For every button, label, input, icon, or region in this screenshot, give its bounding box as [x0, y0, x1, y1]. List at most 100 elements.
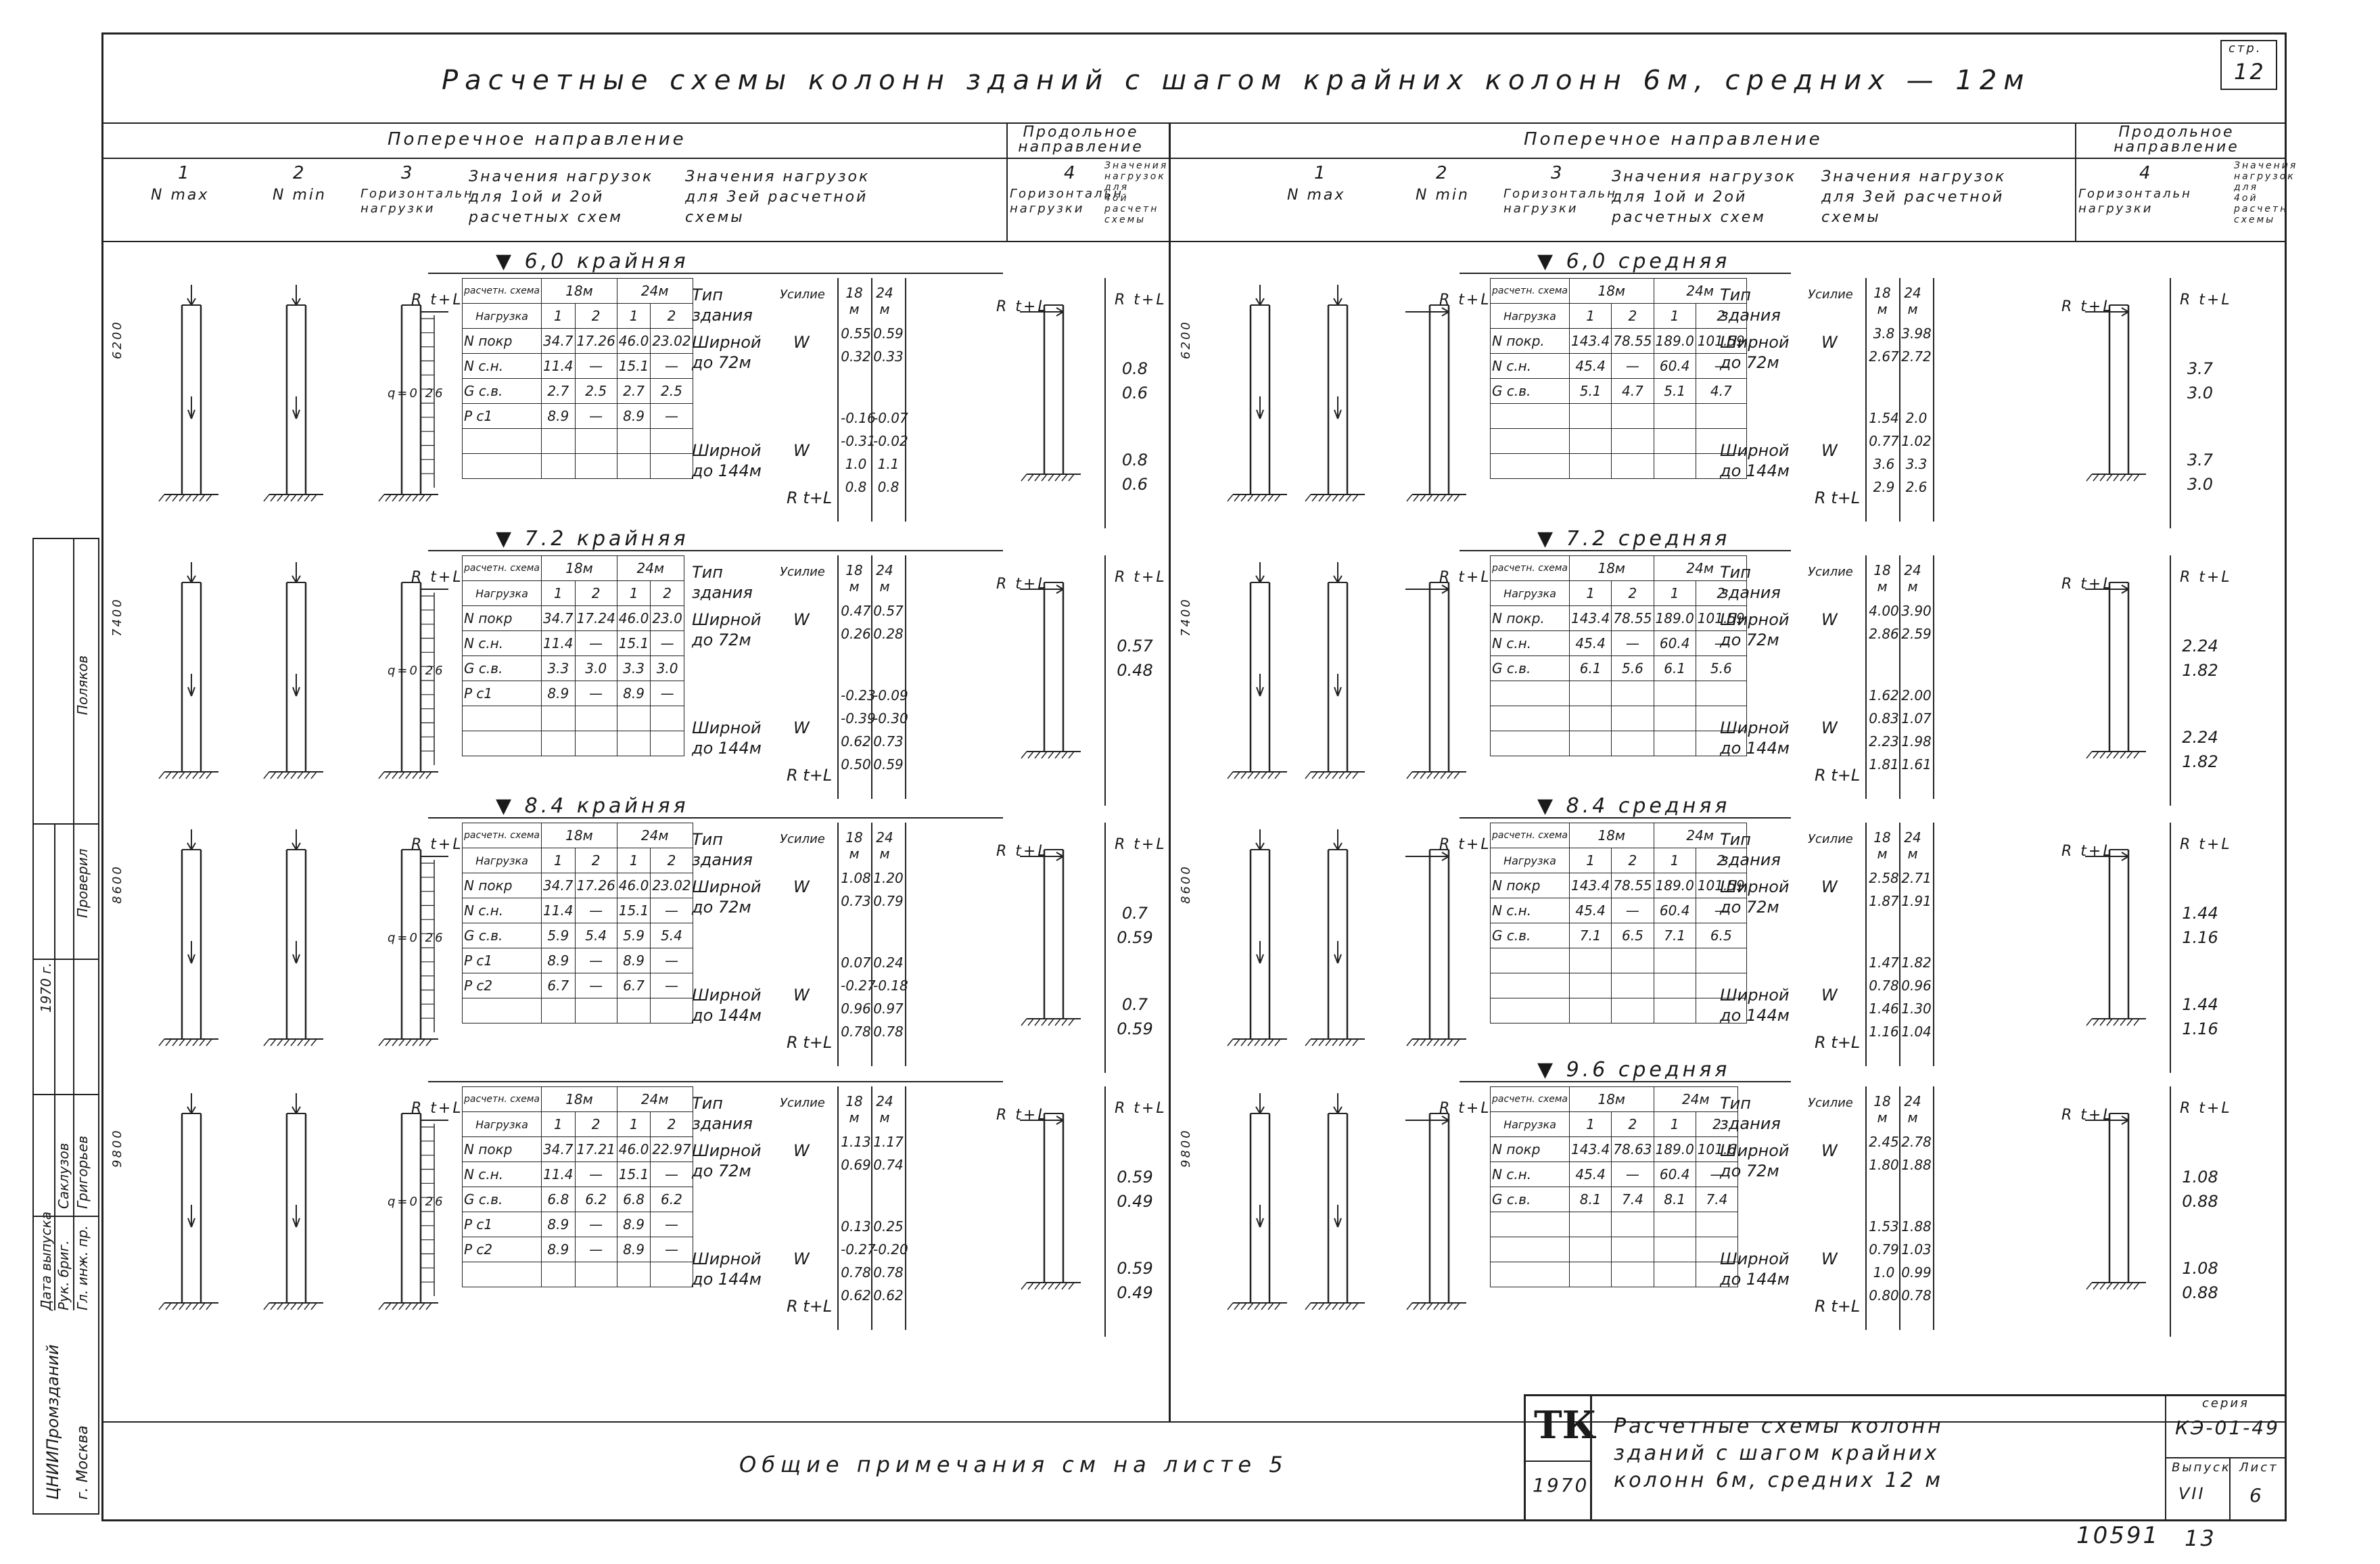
rtl-label-3: R t+L — [787, 1297, 833, 1316]
scheme-num: 2 — [1695, 848, 1747, 873]
col4-divider — [2170, 278, 2171, 528]
rtl-label-3: R t+L — [787, 488, 833, 507]
col4-value-a: 0.48 — [1117, 661, 1153, 680]
load-value: 101.59 — [1695, 328, 1747, 354]
load-value: — — [650, 403, 693, 429]
load-value: 17.26 — [574, 328, 617, 354]
val-divider — [905, 278, 906, 522]
column-diagram-nmax — [1213, 829, 1307, 1055]
side-org: ЦНИИПромзданий — [43, 1344, 62, 1500]
v24-b: 0.73 — [873, 733, 904, 750]
val-divider — [1865, 555, 1867, 799]
col4-value-b: 1.82 — [2182, 752, 2218, 771]
rtl-label-5: R t+L — [2180, 836, 2232, 853]
load-value: 78.55 — [1611, 605, 1654, 631]
wind-load: q=0.26 — [388, 931, 445, 945]
w-label-2: W — [1821, 718, 1838, 737]
col4-value-a: 0.6 — [1121, 384, 1148, 402]
scheme-num: 2 — [1611, 1111, 1654, 1137]
v24-b: 0.99 — [1901, 1264, 1932, 1281]
span24-header: 24м — [616, 555, 684, 581]
side-role-1: Гл. инж. пр. — [74, 1225, 91, 1310]
col4-divider — [1104, 823, 1106, 1073]
load-name: N с.н. — [462, 898, 542, 923]
load-value: 3.3 — [616, 656, 651, 681]
load-value: — — [574, 403, 617, 429]
w-label-2: W — [1821, 1249, 1838, 1268]
general-notes: Общие примечания см на листе 5 — [739, 1452, 1288, 1477]
span18-header: 18м — [1569, 1086, 1654, 1112]
span18-header: 18м — [541, 278, 617, 304]
stamp-title: Расчетные схемы колонн зданий с шагом кр… — [1614, 1414, 1944, 1492]
col4-value-b: 0.8 — [1121, 451, 1148, 469]
v18-a: 0.32 — [841, 348, 871, 365]
column-diagram-wind — [1402, 562, 1476, 788]
rtl-label-3: R t+L — [1815, 766, 1861, 785]
column-diagram-nmin — [259, 829, 333, 1055]
column-diagram-long — [1017, 562, 1091, 768]
load-value: 34.7 — [541, 873, 576, 898]
v24-b: 1.88 — [1901, 1218, 1932, 1235]
rtl-label-3: R t+L — [1815, 488, 1861, 507]
load-value: 6.1 — [1568, 656, 1612, 681]
s18-header: 18 м — [1873, 1093, 1891, 1126]
s24-header: 24 м — [1904, 829, 1921, 862]
v18-b: 1.81 — [1869, 756, 1899, 773]
scheme-num: 2 — [574, 580, 617, 606]
height-total: 8600 — [110, 865, 124, 904]
block-title-line — [1460, 273, 1791, 274]
block-title-line — [428, 550, 1003, 551]
val-divider — [1933, 278, 1934, 522]
v24-b: 0.24 — [873, 954, 904, 971]
scheme-num: 2 — [1695, 580, 1747, 606]
load-value: 6.8 — [541, 1187, 576, 1212]
w-label-1: W — [793, 877, 810, 896]
val-divider — [871, 823, 872, 1066]
v24-a: 2.72 — [1901, 348, 1932, 365]
building-type-1: Ширной до 72м — [1720, 610, 1790, 649]
v24-b: 1.98 — [1901, 733, 1932, 750]
col1-num-right: 1 — [1314, 163, 1328, 183]
load-value: 4.7 — [1611, 378, 1654, 404]
v18-a: 1.13 — [841, 1134, 871, 1150]
block-title-line — [1460, 1081, 1791, 1082]
height-total: 7400 — [1179, 597, 1193, 637]
column-diagram-long — [2082, 1093, 2156, 1299]
load-value: 78.55 — [1611, 328, 1654, 354]
col4-value-a: 0.57 — [1117, 637, 1153, 656]
load-name: N покр — [462, 605, 542, 631]
col4-label-right: Горизонтальн нагрузки — [2078, 187, 2192, 216]
load-value: — — [650, 681, 684, 706]
load-value: 143.4 — [1568, 873, 1612, 898]
v24-b: -0.02 — [873, 433, 908, 449]
building-type-2: Ширной до 144м — [1720, 441, 1790, 480]
load-value: — — [1611, 630, 1654, 656]
scheme-num: 2 — [1695, 1111, 1739, 1137]
v24-a: 2.71 — [1901, 870, 1932, 886]
building-type-label: Тип здания — [1720, 285, 1781, 325]
v18-b: -0.31 — [841, 433, 876, 449]
load-value: 11.4 — [541, 353, 576, 379]
scheme-num: 1 — [1653, 848, 1696, 873]
v24-b: -0.30 — [873, 710, 908, 727]
load-value: — — [650, 898, 693, 923]
v24-b: 1.61 — [1901, 756, 1932, 773]
s18-header: 18 м — [1873, 829, 1891, 862]
v18-b: 1.16 — [1869, 1024, 1899, 1040]
tk-year: 1970 — [1533, 1474, 1589, 1496]
v18-a: 2.58 — [1869, 870, 1899, 886]
rtl-label-5: R t+L — [1115, 1100, 1167, 1117]
s18-header: 18 м — [845, 829, 863, 862]
column-wind-svg — [1405, 849, 1466, 1046]
v24-b: 1.03 — [1901, 1241, 1932, 1258]
col2-num-left: 2 — [293, 163, 306, 183]
column-diagram-long — [2082, 562, 2156, 768]
v18-b: -0.23 — [841, 687, 876, 704]
building-type-2: Ширной до 144м — [692, 718, 762, 758]
load-name: P c2 — [462, 1237, 542, 1262]
v24-b: 0.25 — [873, 1218, 904, 1235]
